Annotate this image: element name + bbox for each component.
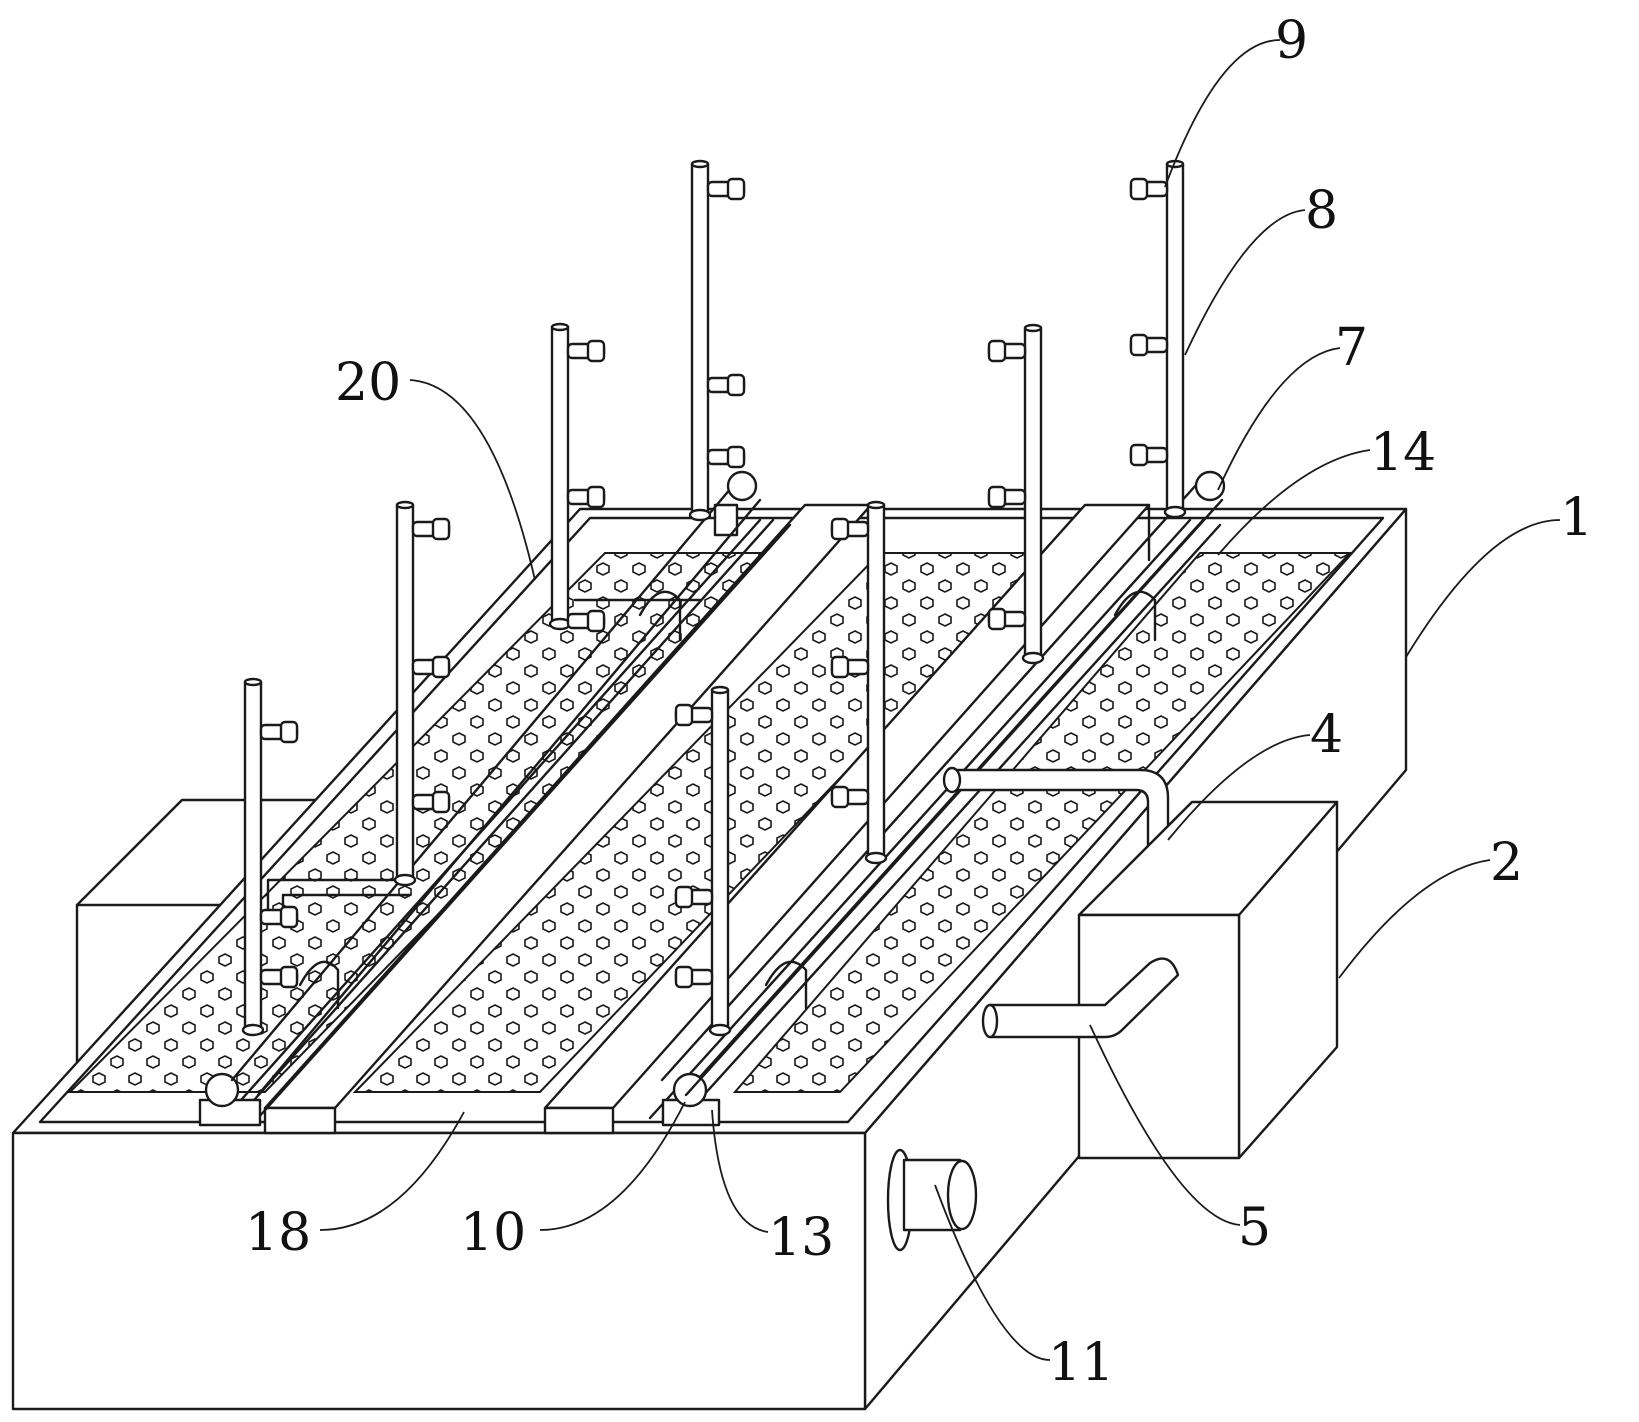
nozzle [568,611,604,631]
nozzle [676,967,712,987]
nozzle [1131,445,1167,465]
spray-pipe [1131,161,1185,517]
label-20: 20 [335,353,401,413]
leader-8 [1185,210,1305,355]
label-8: 8 [1305,181,1338,241]
nozzle [832,519,868,539]
nozzle [413,519,449,539]
nozzle [261,967,297,987]
label-10: 10 [460,1203,526,1263]
nozzle [413,657,449,677]
nozzle [989,487,1025,507]
label-13: 13 [768,1208,834,1268]
label-9: 9 [1275,11,1308,71]
nozzle [261,722,297,742]
spray-pipe [690,161,744,520]
nozzle [568,341,604,361]
nozzle [708,447,744,467]
leader-20 [410,380,535,580]
nozzle [832,787,868,807]
label-11: 11 [1048,1333,1114,1393]
nozzle [1131,335,1167,355]
nozzle [989,341,1025,361]
nozzle [1131,179,1167,199]
nozzle [413,792,449,812]
nozzle [708,179,744,199]
nozzle [832,657,868,677]
label-1: 1 [1560,488,1593,548]
nozzle [261,907,297,927]
label-4: 4 [1310,705,1343,765]
label-14: 14 [1370,423,1436,483]
nozzle [568,487,604,507]
nozzle [708,375,744,395]
nozzle [676,705,712,725]
leader-7 [1218,348,1340,490]
label-5: 5 [1238,1198,1271,1258]
spray-pipe [989,325,1043,663]
label-18: 18 [245,1203,311,1263]
nozzle [989,609,1025,629]
leader-2 [1339,860,1490,978]
nozzle [676,887,712,907]
label-2: 2 [1490,833,1523,893]
label-7: 7 [1335,318,1368,378]
leader-1 [1406,520,1560,657]
